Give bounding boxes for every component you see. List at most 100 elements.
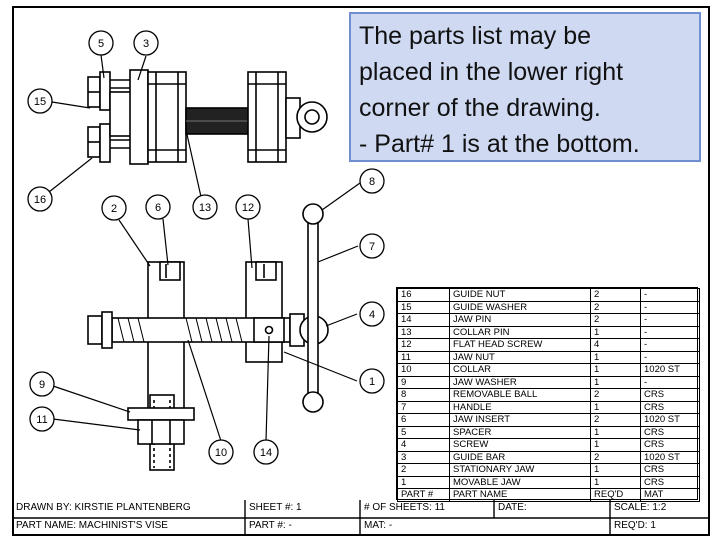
part-name-cell: REMOVABLE BALL [449, 388, 591, 402]
balloon-11: 11 [29, 406, 55, 432]
quantity-cell: 1 [590, 325, 641, 339]
balloon-label: 5 [98, 38, 104, 50]
balloon-2: 2 [101, 195, 127, 221]
material-header: MAT [640, 488, 700, 502]
material-cell: - [640, 325, 700, 339]
quantity-cell: 2 [590, 413, 641, 427]
balloon-circle [29, 371, 55, 397]
balloon-circle [101, 195, 127, 221]
balloon-label: 6 [155, 202, 161, 214]
part-name-cell: MOVABLE JAW [449, 475, 591, 489]
number-of-sheets: # OF SHEETS: 11 [364, 502, 445, 513]
balloon-circle [359, 301, 385, 327]
quantity-cell: 4 [590, 338, 641, 352]
quantity-cell: 2 [590, 450, 641, 464]
balloon-4: 4 [359, 301, 385, 327]
part-name: PART NAME: MACHINIST'S VISE [16, 520, 168, 531]
part-number-cell: 16 [397, 288, 450, 302]
balloon-6: 6 [145, 194, 171, 220]
balloon-label: 9 [39, 379, 45, 391]
balloon-14: 14 [253, 439, 279, 465]
balloon-12: 12 [235, 194, 261, 220]
quantity-cell: 2 [590, 300, 641, 314]
balloon-label: 10 [215, 447, 227, 459]
balloon-7: 7 [359, 233, 385, 259]
balloon-circle [235, 194, 261, 220]
part-name-cell: SPACER [449, 425, 591, 439]
part-number-cell: 2 [397, 463, 450, 477]
balloon-10: 10 [208, 439, 234, 465]
quantity-cell: 1 [590, 425, 641, 439]
balloon-label: 15 [34, 96, 46, 108]
balloon-label: 11 [36, 414, 47, 426]
material-cell: CRS [640, 388, 700, 402]
balloon-9: 9 [29, 371, 55, 397]
top-view [87, 69, 328, 165]
part-name-cell: JAW NUT [449, 350, 591, 364]
balloon-circle [359, 233, 385, 259]
balloon-label: 13 [199, 202, 211, 214]
balloon-circle [359, 168, 385, 194]
material-cell: - [640, 338, 700, 352]
balloon-circle [208, 439, 234, 465]
drawn-by: DRAWN BY: KIRSTIE PLANTENBERG [16, 502, 191, 513]
material-cell: 1020 ST [640, 363, 700, 377]
front-view [87, 203, 329, 471]
material-cell: CRS [640, 475, 700, 489]
quantity-cell: 1 [590, 438, 641, 452]
balloon-label: 7 [369, 241, 375, 253]
part-name-cell: COLLAR PIN [449, 325, 591, 339]
part-name-cell: GUIDE BAR [449, 450, 591, 464]
part-number-cell: 11 [397, 350, 450, 364]
quantity-cell: 1 [590, 463, 641, 477]
balloon-1: 1 [359, 368, 385, 394]
material-cell: 1020 ST [640, 413, 700, 427]
material: MAT: - [364, 520, 393, 531]
part-name-cell: GUIDE NUT [449, 288, 591, 302]
part-number-cell: 12 [397, 338, 450, 352]
material-cell: 1020 ST [640, 450, 700, 464]
balloon-circle [192, 194, 218, 220]
part-name-cell: HANDLE [449, 400, 591, 414]
title-block-grid [12, 500, 710, 536]
material-cell: - [640, 313, 700, 327]
balloon-16: 16 [27, 186, 53, 212]
leader-lines [48, 54, 361, 442]
balloon-label: 1 [369, 376, 375, 388]
callout-line: The parts list may be [359, 22, 592, 50]
part-name-header: PART NAME [449, 488, 591, 502]
material-cell: CRS [640, 463, 700, 477]
part-number-cell: 10 [397, 363, 450, 377]
material-cell: CRS [640, 438, 700, 452]
callout-line: - Part# 1 is at the bottom. [359, 130, 640, 158]
balloon-circle [27, 186, 53, 212]
balloon-3: 3 [133, 30, 159, 56]
balloon-circle [27, 88, 53, 114]
part-number-cell: 6 [397, 413, 450, 427]
part-name-cell: STATIONARY JAW [449, 463, 591, 477]
balloon-label: 16 [34, 194, 46, 206]
material-cell: - [640, 288, 700, 302]
material-cell: - [640, 300, 700, 314]
quantity-cell: 1 [590, 475, 641, 489]
part-name-cell: FLAT HEAD SCREW [449, 338, 591, 352]
material-cell: CRS [640, 400, 700, 414]
balloon-circle [29, 406, 55, 432]
part-number-cell: 4 [397, 438, 450, 452]
part-name-cell: GUIDE WASHER [449, 300, 591, 314]
part-number-cell: 14 [397, 313, 450, 327]
balloon-label: 12 [242, 202, 254, 214]
part-number-cell: 5 [397, 425, 450, 439]
